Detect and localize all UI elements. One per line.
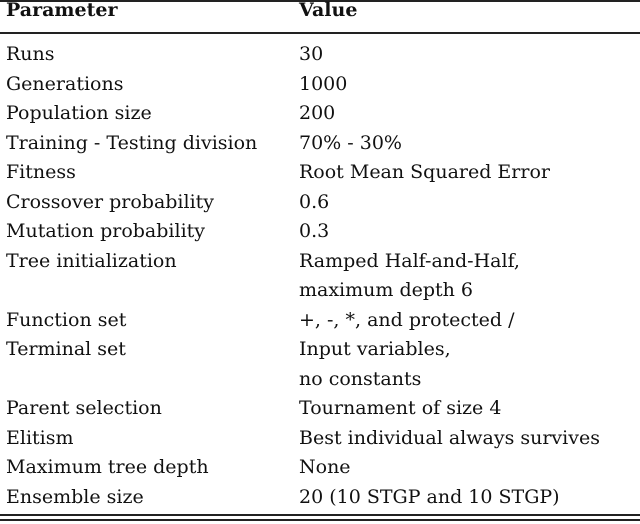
row-parameter: Mutation probability (6, 220, 206, 242)
row-value: None (299, 453, 640, 483)
row-value: Root Mean Squared Error (299, 158, 640, 188)
row-value: +, -, *, and protected / (299, 306, 640, 336)
row-parameter: Maximum tree depth (6, 456, 209, 478)
table-row: Mutation probability 0.3 (0, 217, 640, 247)
row-parameter: Ensemble size (6, 485, 144, 508)
bottom-rule-1 (0, 514, 640, 516)
table-header: Parameter Value (0, 0, 640, 24)
table-row: Ensemble size 20 (10 STGP and 10 STGP) (0, 483, 640, 513)
row-value: Ramped Half-and-Half, maximum depth 6 (299, 247, 640, 306)
row-value-line: 0.3 (299, 220, 330, 242)
row-value-line: Tournament of size 4 (299, 397, 502, 419)
row-value: Best individual always survives (299, 424, 640, 454)
table-row: Terminal set Input variables, no constants (0, 335, 640, 394)
table-row: Training - Testing division 70% - 30% (0, 129, 640, 159)
row-parameter: Fitness (6, 161, 76, 183)
row-value: 20 (10 STGP and 10 STGP) (299, 483, 640, 513)
table-row: Parent selection Tournament of size 4 (0, 394, 640, 424)
row-value-line: None (299, 456, 351, 478)
bottom-rule-2 (0, 519, 640, 521)
row-parameter: Tree initialization (6, 249, 177, 272)
top-rule (0, 0, 640, 2)
table-row: Crossover probability 0.6 (0, 188, 640, 218)
row-value: 70% - 30% (299, 129, 640, 159)
row-value-line: 1000 (299, 72, 348, 95)
table-row: Runs 30 (0, 40, 640, 70)
row-value: 0.3 (299, 217, 640, 247)
table-row: Population size 200 (0, 99, 640, 129)
row-parameter: Training - Testing division (6, 131, 258, 154)
header-rule (0, 32, 640, 34)
row-parameter: Function set (6, 308, 127, 331)
row-parameter: Crossover probability (6, 190, 215, 213)
row-value-line: 30 (299, 43, 324, 65)
row-value-line: maximum depth 6 (299, 279, 474, 301)
table-row: Generations 1000 (0, 70, 640, 100)
row-value-line: Input variables, (299, 338, 451, 360)
header-value: Value (299, 0, 358, 21)
table-row: Tree initialization Ramped Half-and-Half,… (0, 247, 640, 306)
row-value: 200 (299, 99, 640, 129)
row-parameter: Population size (6, 102, 152, 124)
row-parameter: Elitism (6, 426, 74, 449)
row-value: 0.6 (299, 188, 640, 218)
row-parameter: Terminal set (6, 338, 126, 360)
row-value-line: no constants (299, 367, 422, 390)
row-value-line: +, -, *, and protected / (299, 308, 515, 331)
row-value: 1000 (299, 70, 640, 100)
row-parameter: Parent selection (6, 397, 162, 419)
header-parameter: Parameter (6, 0, 118, 21)
row-value-line: 0.6 (299, 190, 330, 213)
table-row: Maximum tree depth None (0, 453, 640, 483)
table-row: Fitness Root Mean Squared Error (0, 158, 640, 188)
row-parameter: Runs (6, 43, 55, 65)
row-value-line: 20 (10 STGP and 10 STGP) (299, 485, 560, 508)
row-value-line: Root Mean Squared Error (299, 161, 550, 183)
row-value-line: 200 (299, 102, 336, 124)
row-value: Input variables, no constants (299, 335, 640, 394)
row-value: Tournament of size 4 (299, 394, 640, 424)
table-row: Function set +, -, *, and protected / (0, 306, 640, 336)
row-value-line: Ramped Half-and-Half, (299, 249, 520, 272)
row-value-line: Best individual always survives (299, 426, 600, 449)
row-value-line: 70% - 30% (299, 131, 402, 154)
row-parameter: Generations (6, 72, 124, 95)
row-value: 30 (299, 40, 640, 70)
table-row: Elitism Best individual always survives (0, 424, 640, 454)
